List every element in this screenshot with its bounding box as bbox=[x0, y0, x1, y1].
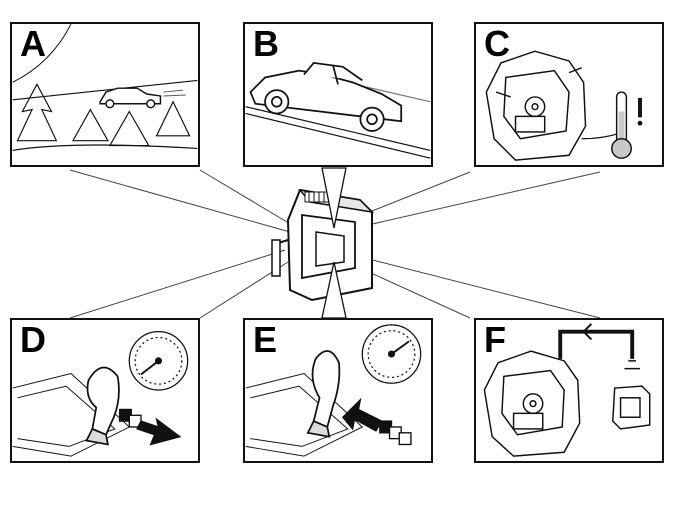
panel-f: F bbox=[474, 318, 664, 463]
car-icon bbox=[99, 87, 162, 109]
signal-icon bbox=[558, 323, 640, 370]
speedometer-icon bbox=[128, 331, 189, 391]
pine-tree-icon bbox=[12, 83, 198, 151]
panel-label-b: B bbox=[253, 23, 279, 64]
incline-scene bbox=[245, 61, 431, 159]
gear-lever-icon bbox=[85, 366, 120, 446]
arrow-icon bbox=[341, 397, 412, 446]
shift-down-scene bbox=[12, 331, 189, 457]
warning-icon bbox=[637, 97, 643, 126]
speedometer-icon bbox=[361, 324, 422, 384]
signal-scene bbox=[483, 323, 651, 457]
gearbox-icon bbox=[485, 50, 587, 161]
car-icon bbox=[249, 61, 403, 132]
panel-d: D bbox=[10, 318, 200, 463]
control-module-icon bbox=[612, 385, 651, 430]
panel-label-e: E bbox=[253, 319, 278, 360]
panel-label-a: A bbox=[20, 23, 46, 64]
arrow-icon bbox=[118, 408, 182, 446]
gear-lever-icon bbox=[306, 350, 341, 438]
panel-c: C bbox=[474, 22, 664, 167]
temperature-scene bbox=[485, 50, 643, 161]
winter-road-scene bbox=[12, 24, 198, 151]
panel-b: B bbox=[243, 22, 433, 167]
panel-e: E bbox=[243, 318, 433, 463]
thermometer-icon bbox=[611, 91, 632, 159]
gearbox-icon bbox=[483, 350, 581, 457]
panel-label-f: F bbox=[484, 319, 506, 360]
panel-label-c: C bbox=[484, 23, 510, 64]
panel-a: A bbox=[10, 22, 200, 167]
shift-up-scene bbox=[245, 324, 422, 457]
panel-label-d: D bbox=[20, 319, 46, 360]
